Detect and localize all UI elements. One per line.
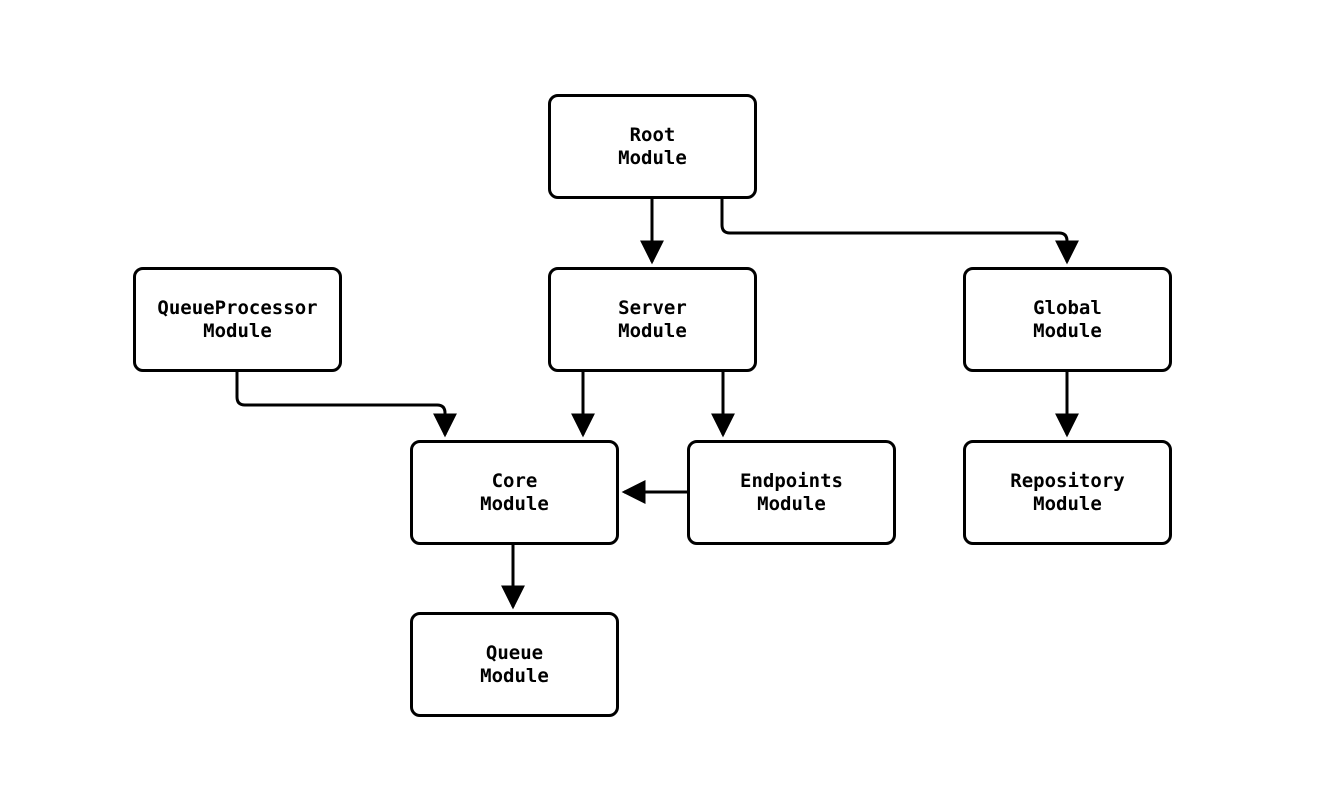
node-root-module: Root Module (548, 94, 757, 199)
node-label: Root (629, 123, 676, 146)
node-label: Module (480, 492, 549, 515)
node-label: Module (757, 492, 826, 515)
node-label: Repository (1010, 469, 1125, 492)
node-label: QueueProcessor (157, 296, 318, 319)
node-endpoints-module: Endpoints Module (687, 440, 896, 545)
node-label: Global (1033, 296, 1102, 319)
node-core-module: Core Module (410, 440, 619, 545)
node-label: Module (618, 146, 687, 169)
node-queueprocessor-module: QueueProcessor Module (133, 267, 342, 372)
node-label: Core (491, 469, 538, 492)
node-label: Module (203, 319, 272, 342)
node-repository-module: Repository Module (963, 440, 1172, 545)
node-label: Queue (485, 641, 544, 664)
node-label: Endpoints (740, 469, 843, 492)
node-label: Module (1033, 319, 1102, 342)
node-label: Module (480, 664, 549, 687)
node-queue-module: Queue Module (410, 612, 619, 717)
node-label: Module (618, 319, 687, 342)
node-label: Module (1033, 492, 1102, 515)
node-global-module: Global Module (963, 267, 1172, 372)
node-server-module: Server Module (548, 267, 757, 372)
edge-queueprocessor-to-core (235, 372, 457, 438)
edge-root-to-global (720, 199, 1079, 265)
node-label: Server (618, 296, 687, 319)
